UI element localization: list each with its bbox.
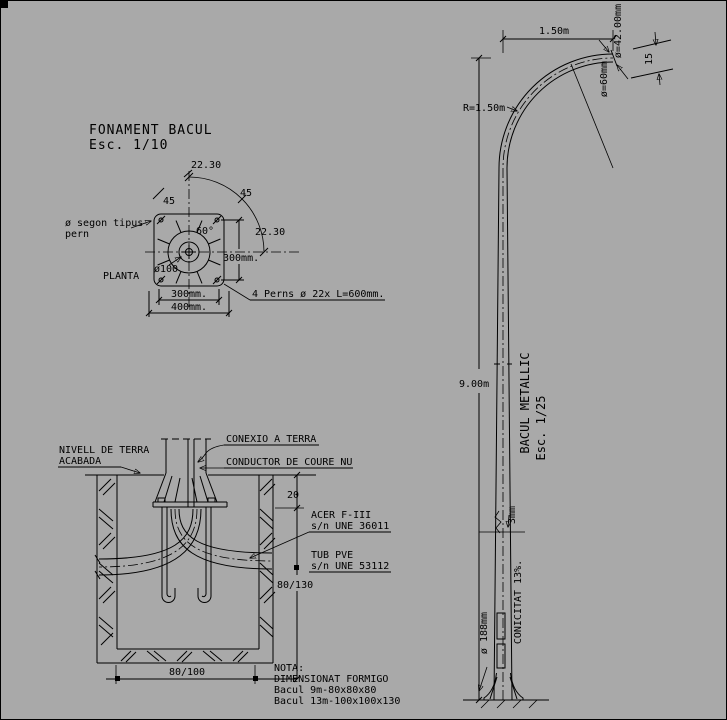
section-label-steel-2: s/n UNE 36011 <box>311 521 389 532</box>
pole-inner-edge <box>506 61 614 701</box>
plan-angle-inner: 60° <box>196 226 214 237</box>
sheet-corner-mark <box>1 1 8 8</box>
foundation-section-drawing: NIVELL DE TERRA ACABADA CONEXIO A TERRA … <box>58 434 400 707</box>
section-label-tube-1: TUB PVE <box>311 550 353 561</box>
plan-label: PLANTA <box>103 271 139 282</box>
section-dim-width: 80/100 <box>169 667 205 678</box>
section-label-earth: CONEXIO A TERRA <box>226 434 316 445</box>
anchor-bolt-symbols <box>156 215 222 285</box>
section-label-ground-1: NIVELL DE TERRA <box>59 445 149 456</box>
foundation-title: FONAMENT BACUL <box>89 123 213 138</box>
foundation-scale: Esc. 1/10 <box>89 138 168 153</box>
note-line2: DIMENSIONAT FORMIGO <box>274 674 388 685</box>
plan-note-bolts: 4 Perns ø 22x L=600mm. <box>252 289 384 300</box>
plan-dim-base: 400mm. <box>171 302 207 313</box>
foundation-title-block: FONAMENT BACUL Esc. 1/10 <box>89 123 213 153</box>
section-dim-depth: 80/130 <box>277 580 313 591</box>
section-label-steel-1: ACER F-III <box>311 510 371 521</box>
pole-scale: Esc. 1/25 <box>534 395 548 460</box>
section-label-ground-2: ACABADA <box>59 456 101 467</box>
section-label-tube-2: s/n UNE 53112 <box>311 561 389 572</box>
pole-dim-height: 9.00m <box>459 379 489 390</box>
section-label-conductor: CONDUCTOR DE COURE NU <box>226 457 352 468</box>
pole-outer-edge <box>493 53 614 701</box>
plan-note-bolt-type-2: pern <box>65 229 89 240</box>
note-line4: Bacul 13m-100x100x130 <box>274 696 400 707</box>
note-line3: Bacul 9m-80x80x80 <box>274 685 376 696</box>
pole-dim-arm: 1.50m <box>539 26 569 37</box>
plan-dim-bolt-horizontal: 300mm. <box>171 289 207 300</box>
pole-centerline <box>502 57 614 700</box>
section-dim-cover: 20 <box>287 490 299 501</box>
plan-angle-left: 45 <box>163 196 175 207</box>
pole-dim-tip: ø=42.00mm <box>613 4 624 58</box>
plan-dim-bolt-vertical: 300mm. <box>223 253 259 264</box>
plan-dim-right: 22.30 <box>255 227 285 238</box>
plan-angle-right: 45 <box>240 188 252 199</box>
foundation-plan-drawing: 22.30 22.30 45 45 60° 300mm. ø100 300mm.… <box>65 160 385 317</box>
plan-dim-top: 22.30 <box>191 160 221 171</box>
pole-dim-base: ø 188mm <box>479 612 490 654</box>
pole-title: BACUL METALLIC <box>518 352 532 453</box>
pole-dim-radius: R=1.50m <box>463 103 505 114</box>
pole-label-taper: CONICITAT 13%. <box>513 560 524 644</box>
plan-note-bolt-type-1: ø segon tipus <box>65 218 143 229</box>
pole-dim-wall: 3mm <box>507 506 518 524</box>
wall-hatch <box>98 478 276 663</box>
pole-dim-tip-outer: ø=60mm <box>599 61 610 97</box>
pole-drawing: 9.00m 1.50m R=1.50m ø=42.00mm ø=60mm 15 … <box>459 4 674 709</box>
pole-dim-tip-rise: 15 <box>644 53 655 65</box>
plan-dim-center: ø100 <box>154 264 178 275</box>
note-line1: NOTA: <box>274 663 304 674</box>
